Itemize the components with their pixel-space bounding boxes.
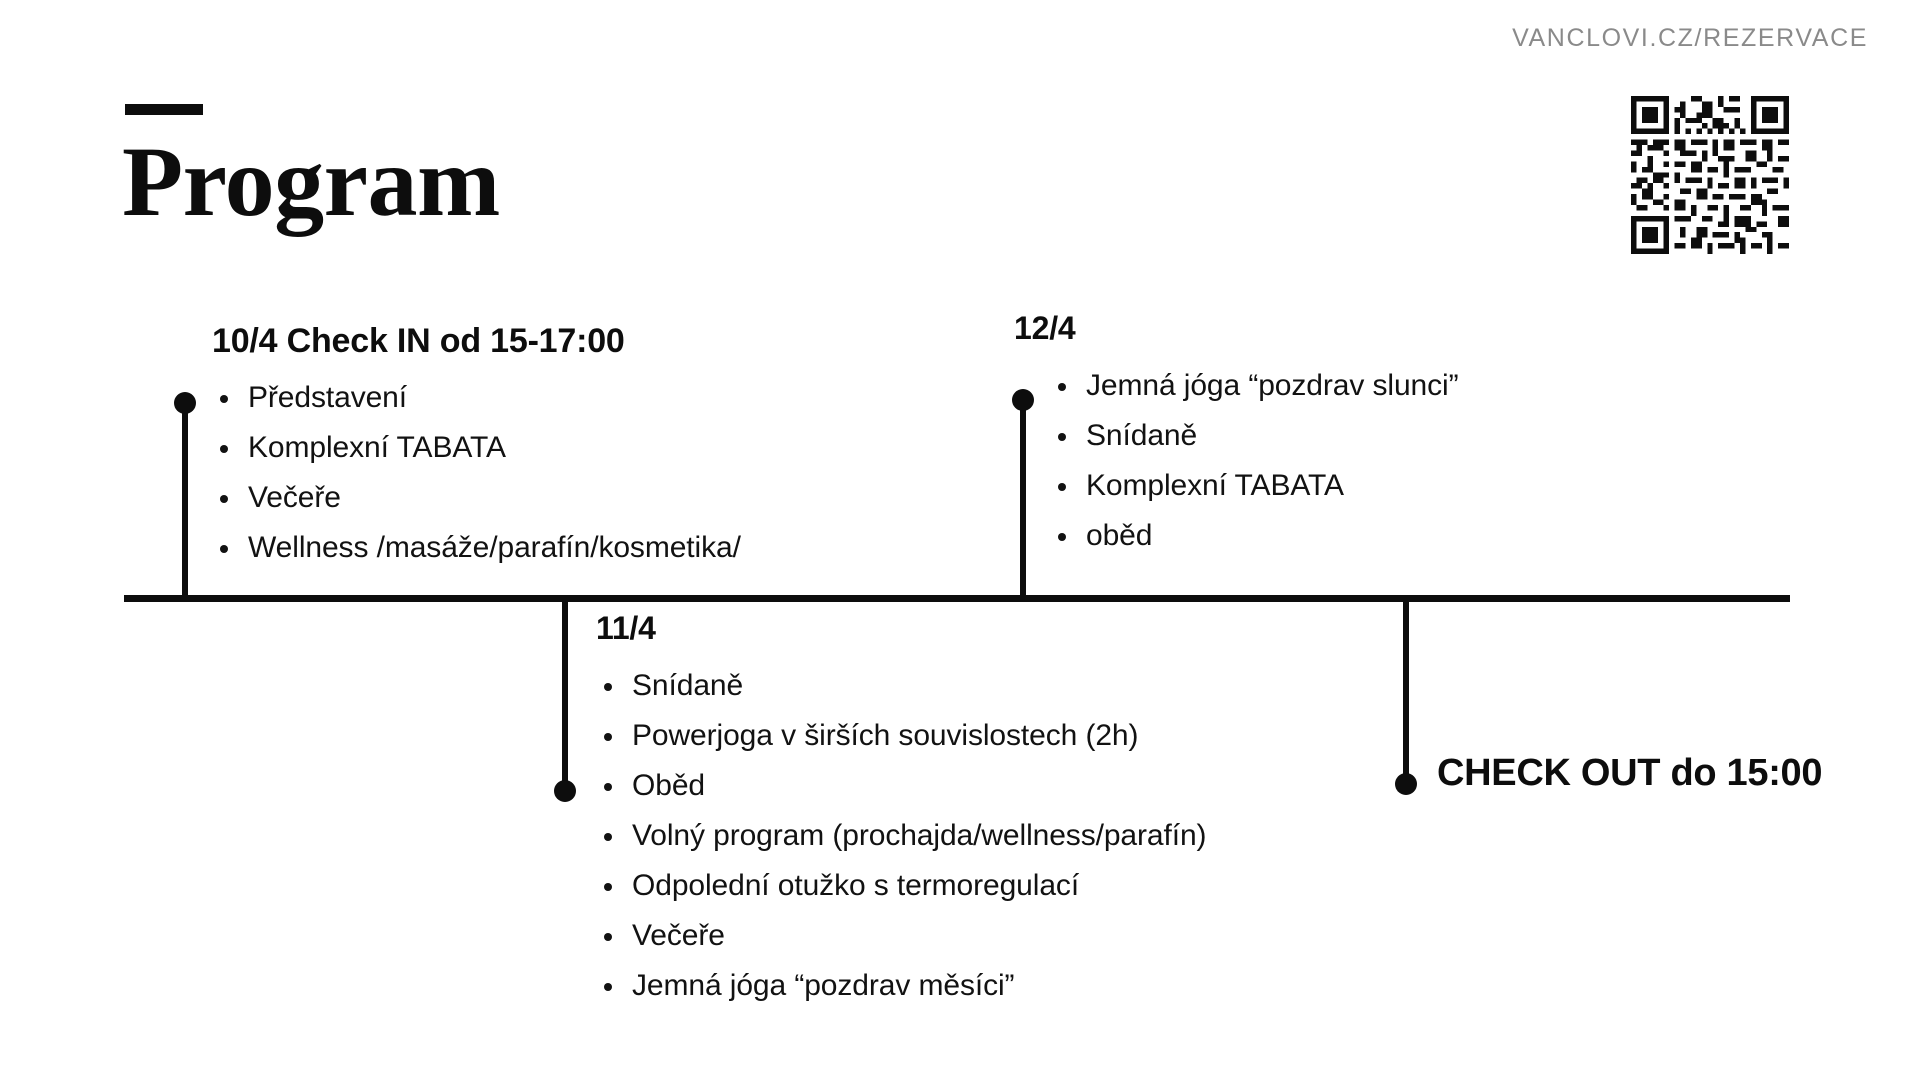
timeline-stem-day1 (182, 409, 188, 599)
list-item: Oběd (596, 761, 1206, 811)
timeline-node-day3 (1012, 389, 1034, 411)
list-item: Odpolední otužko s termoregulací (596, 861, 1206, 911)
timeline-node-checkout (1395, 773, 1417, 795)
timeline-node-day2 (554, 780, 576, 802)
checkout-label: CHECK OUT do 15:00 (1437, 752, 1823, 794)
list-item: Komplexní TABATA (212, 423, 741, 473)
title-rule-decoration (125, 104, 203, 115)
list-item: Večeře (596, 911, 1206, 961)
timeline-axis (124, 595, 1790, 602)
timeline-stem-day3 (1020, 406, 1026, 599)
list-item: Jemná jóga “pozdrav slunci” (1050, 361, 1459, 411)
list-item: Jemná jóga “pozdrav měsíci” (596, 961, 1206, 1011)
list-item: Powerjoga v širších souvislostech (2h) (596, 711, 1206, 761)
event-items-day1: Představení Komplexní TABATA Večeře Well… (212, 373, 741, 573)
timeline-stem-day2 (562, 598, 568, 790)
timeline-event-day2: 11/4 Snídaně Powerjoga v širších souvisl… (560, 598, 1207, 1011)
list-item: Komplexní TABATA (1050, 461, 1458, 511)
event-items-day2: Snídaně Powerjoga v širších souvislostec… (596, 661, 1207, 1011)
list-item: Snídaně (1050, 411, 1458, 461)
timeline-node-day1 (174, 392, 196, 414)
timeline-stem-checkout (1403, 598, 1409, 783)
timeline-event-day3: 12/4 Jemná jóga “pozdrav slunci” Snídaně… (1014, 310, 1459, 561)
list-item: Wellness /masáže/parafín/kosmetika/ (212, 523, 741, 573)
event-date-day1: 10/4 Check IN od 15-17:00 (212, 322, 625, 360)
list-item: Představení (212, 373, 741, 423)
list-item: Večeře (212, 473, 741, 523)
event-items-day3: Jemná jóga “pozdrav slunci” Snídaně Komp… (1050, 361, 1459, 561)
site-url-label: VANCLOVI.CZ/REZERVACE (1512, 24, 1868, 52)
list-item: Snídaně (596, 661, 1206, 711)
page-title: Program (122, 126, 500, 237)
timeline-event-day1: 10/4 Check IN od 15-17:00 Představení Ko… (212, 322, 741, 573)
list-item: oběd (1050, 511, 1458, 561)
qr-code-icon[interactable] (1631, 96, 1789, 254)
event-date-day3: 12/4 (1014, 310, 1076, 346)
event-date-day2: 11/4 (596, 610, 656, 646)
list-item: Volný program (prochajda/wellness/parafí… (596, 811, 1207, 861)
